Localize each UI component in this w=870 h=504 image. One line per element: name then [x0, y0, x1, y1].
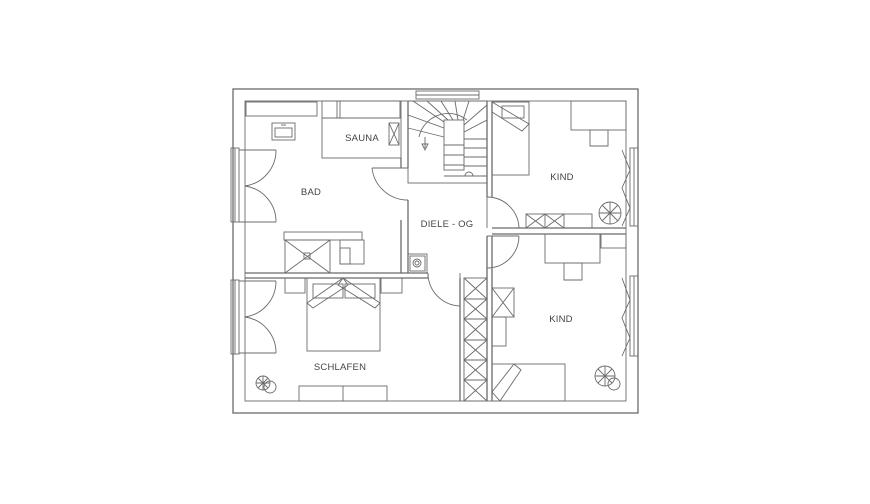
- room-label-schlafen: SCHLAFEN: [314, 362, 366, 373]
- room-labels: SAUNA BAD DIELE - OG KIND KIND SCHLAFEN: [301, 133, 574, 373]
- room-label-kind-bottom: KIND: [549, 314, 573, 325]
- interior-walls: [245, 100, 626, 401]
- kids-room-bottom-furniture: [491, 233, 627, 402]
- bedroom-furniture: [255, 277, 488, 402]
- staircase: [407, 100, 488, 177]
- outer-walls: [232, 88, 639, 414]
- room-label-diele: DIELE - OG: [421, 219, 474, 230]
- room-label-kind-top: KIND: [550, 172, 574, 183]
- room-label-bad: BAD: [301, 187, 321, 198]
- windows: [230, 90, 639, 357]
- room-label-sauna: SAUNA: [345, 133, 379, 144]
- bathroom-fixtures: [245, 101, 428, 274]
- doors: [239, 149, 631, 357]
- kids-room-top-furniture: [491, 100, 627, 229]
